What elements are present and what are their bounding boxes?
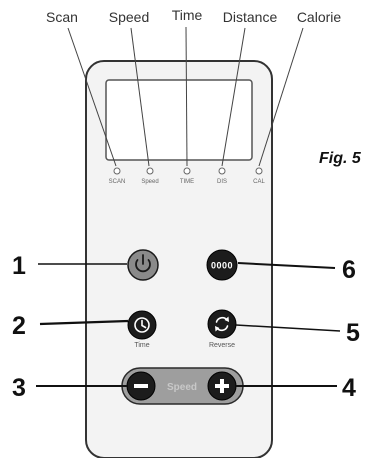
callout-number-4: 4 bbox=[342, 374, 356, 402]
callout-number-1: 1 bbox=[12, 252, 26, 280]
power-button[interactable] bbox=[127, 249, 159, 281]
label-leader-lines bbox=[67, 26, 304, 167]
indicator-led-time bbox=[183, 167, 191, 175]
speed-plus-button[interactable] bbox=[207, 371, 237, 401]
indicator-label-distance: DIS bbox=[217, 179, 227, 185]
callout-number-2: 2 bbox=[12, 312, 26, 340]
leader-calorie bbox=[258, 27, 304, 167]
display-window bbox=[105, 79, 253, 161]
callout-leader-lines bbox=[36, 262, 341, 387]
label-distance: Distance bbox=[223, 9, 278, 25]
callout-line-5 bbox=[235, 324, 341, 332]
indicator-led-speed bbox=[146, 167, 154, 175]
mode-button-glyph: 0000 bbox=[211, 261, 233, 271]
mode-button[interactable]: 0000 bbox=[206, 249, 238, 281]
label-speed: Speed bbox=[109, 9, 149, 25]
callout-number-6: 6 bbox=[342, 256, 356, 284]
callout-line-2 bbox=[39, 319, 129, 326]
leader-time bbox=[185, 26, 188, 167]
minus-icon bbox=[134, 384, 148, 388]
label-scan: Scan bbox=[46, 9, 78, 25]
leader-distance bbox=[221, 27, 246, 167]
indicator-led-distance bbox=[218, 167, 226, 175]
indicator-label-time: TIME bbox=[180, 179, 194, 185]
callout-line-6 bbox=[237, 262, 336, 269]
reverse-button-caption: Reverse bbox=[209, 342, 235, 349]
reverse-button[interactable] bbox=[207, 309, 237, 339]
callout-number-5: 5 bbox=[346, 319, 360, 347]
clock-hands bbox=[141, 319, 147, 329]
figure-label: Fig. 5 bbox=[319, 150, 362, 167]
leader-scan bbox=[67, 27, 117, 167]
label-time: Time bbox=[172, 7, 203, 23]
indicator-label-scan: SCAN bbox=[109, 179, 126, 185]
power-icon bbox=[135, 259, 151, 273]
indicator-label-speed: Speed bbox=[141, 179, 158, 185]
label-calorie: Calorie bbox=[297, 9, 342, 25]
indicator-led-calorie bbox=[255, 167, 263, 175]
plus-icon-vertical bbox=[220, 379, 224, 393]
time-button[interactable] bbox=[127, 310, 157, 340]
callout-number-3: 3 bbox=[12, 374, 26, 402]
reverse-arrowhead-top bbox=[224, 316, 229, 322]
reverse-arrowhead-bottom bbox=[215, 326, 220, 332]
indicator-row: SCAN Speed TIME DIS CAL bbox=[109, 167, 265, 185]
leader-speed bbox=[130, 27, 150, 167]
indicator-led-scan bbox=[113, 167, 121, 175]
indicator-label-calorie: CAL bbox=[253, 179, 265, 185]
time-button-caption: Time bbox=[134, 342, 149, 349]
clock-icon bbox=[134, 317, 150, 333]
speed-bar-label: Speed bbox=[167, 382, 197, 393]
speed-minus-button[interactable] bbox=[126, 371, 156, 401]
